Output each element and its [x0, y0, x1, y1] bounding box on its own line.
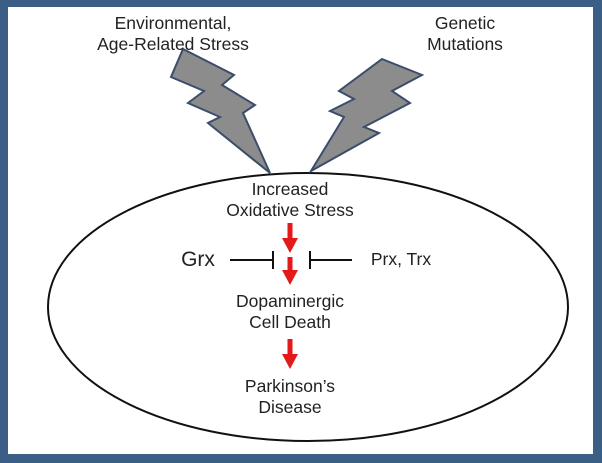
cell-death-line2: Cell Death [249, 312, 331, 332]
genetic-mutations-line2: Mutations [427, 34, 503, 54]
arrow-down-icon [282, 257, 298, 285]
parkinsons-disease-label: Parkinson’s Disease [195, 376, 385, 418]
cell-death-line1: Dopaminergic [236, 291, 344, 311]
diagram-graphics [47, 47, 569, 442]
parkinsons-line1: Parkinson’s [244, 376, 336, 396]
grx-label: Grx [168, 247, 228, 273]
grx-text: Grx [181, 248, 215, 271]
prx-trx-label: Prx, Trx [356, 249, 446, 270]
cell-ellipse [47, 172, 569, 442]
oxidative-stress-label: Increased Oxidative Stress [195, 179, 385, 221]
left-lightning-bolt-icon [169, 47, 271, 174]
parkinsons-line2: Disease [258, 397, 322, 417]
environmental-stress-label: Environmental, Age-Related Stress [68, 13, 278, 55]
right-lightning-bolt-icon [308, 57, 425, 174]
oxidative-stress-line1: Increased [251, 179, 329, 199]
prx-trx-text: Prx, Trx [370, 249, 432, 269]
genetic-mutations-line1: Genetic [434, 13, 496, 33]
cell-death-label: Dopaminergic Cell Death [195, 291, 385, 333]
grx-inhibition-icon [230, 251, 274, 269]
arrow-down-icon [282, 223, 298, 253]
arrow-down-icon [282, 339, 298, 369]
diagram-canvas: Environmental, Age-Related Stress Geneti… [8, 7, 593, 454]
oxidative-stress-line2: Oxidative Stress [226, 200, 354, 220]
environmental-stress-line2: Age-Related Stress [97, 34, 249, 54]
prx-trx-inhibition-icon [309, 251, 352, 269]
genetic-mutations-label: Genetic Mutations [390, 13, 540, 55]
environmental-stress-line1: Environmental, [114, 13, 232, 33]
